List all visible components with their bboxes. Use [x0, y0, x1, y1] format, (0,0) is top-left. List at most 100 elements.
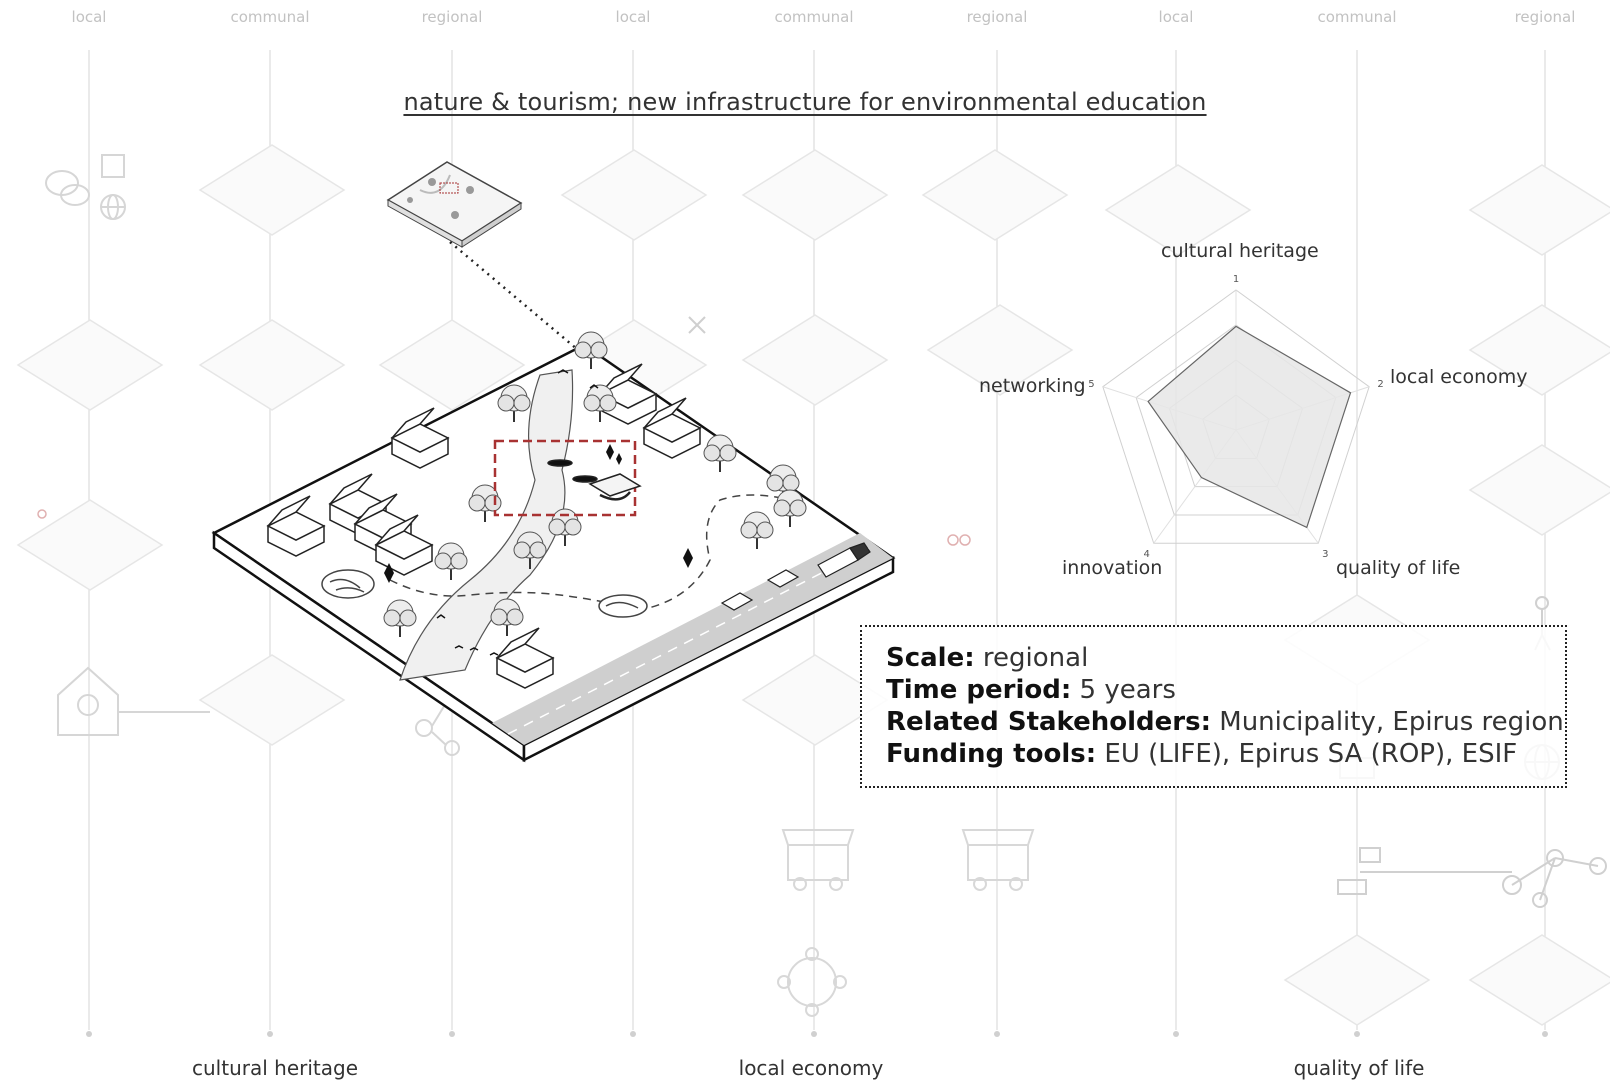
- faded-tile: [1468, 444, 1610, 536]
- lane-label: communal: [230, 8, 310, 26]
- info-scale-row: Scale: regional: [886, 643, 1088, 673]
- network-graph-icon: [1337, 847, 1607, 908]
- tree: [468, 484, 502, 522]
- info-funding-value: EU (LIFE), Epirus SA (ROP), ESIF: [1104, 739, 1518, 769]
- lane-endpoint: [86, 1031, 92, 1037]
- category-label-quality-of-life: quality of life: [1293, 1056, 1425, 1080]
- market-stall-icon: [781, 829, 1035, 891]
- radar-axis-label-local-economy: local economy: [1390, 366, 1528, 388]
- radar-axis-label-networking: networking: [979, 375, 1086, 397]
- lane-endpoint: [1542, 1031, 1548, 1037]
- faded-tile: [198, 144, 346, 236]
- faded-tile: [1468, 934, 1610, 1026]
- house: [642, 397, 702, 459]
- radar-axis-indices: 1 2 3 4 5: [1088, 274, 1383, 560]
- lane-endpoint: [449, 1031, 455, 1037]
- tree: [740, 511, 774, 549]
- tree: [434, 542, 468, 580]
- lane-label: communal: [774, 8, 854, 26]
- faded-tile: [921, 149, 1069, 241]
- lane-label: local: [615, 8, 651, 26]
- tree: [383, 599, 417, 637]
- lane-endpoint: [630, 1031, 636, 1037]
- info-time-value: 5 years: [1079, 675, 1176, 705]
- thumbnail-site-plan: [386, 161, 523, 248]
- radar-axis-index: 1: [1233, 274, 1239, 285]
- tree: [583, 384, 617, 422]
- house-mask-icon: [57, 666, 210, 736]
- info-time-label: Time period:: [886, 675, 1072, 705]
- community-circle-icon: [777, 947, 847, 1017]
- people-icon: [37, 509, 971, 546]
- house: [390, 407, 450, 469]
- info-stakeholders-value: Municipality, Epirus region: [1219, 707, 1564, 737]
- radar-ring: [1102, 289, 1370, 544]
- tree: [574, 331, 608, 369]
- info-funding-label: Funding tools:: [886, 739, 1097, 769]
- radar-axis-label-quality-of-life: quality of life: [1336, 557, 1461, 579]
- radar-axis-index: 2: [1377, 379, 1383, 390]
- radar-axis-index: 3: [1322, 549, 1328, 560]
- lane-endpoint: [267, 1031, 273, 1037]
- page-title: nature & tourism; new infrastructure for…: [403, 88, 1207, 116]
- lane-label: regional: [1514, 8, 1576, 26]
- faded-tile: [741, 149, 889, 241]
- houses: [266, 363, 702, 689]
- lane-label: local: [71, 8, 107, 26]
- faded-tile: [198, 319, 346, 411]
- faded-tile: [16, 499, 164, 591]
- faded-tile: [16, 319, 164, 411]
- faded-tile: [741, 314, 889, 406]
- tree: [490, 598, 524, 636]
- lane-label: regional: [966, 8, 1028, 26]
- radar-axis-index: 4: [1143, 549, 1149, 560]
- faded-tile: [378, 319, 526, 411]
- faded-tile: [926, 304, 1074, 396]
- pavilion: [547, 459, 642, 501]
- lane-label: local: [1158, 8, 1194, 26]
- person-markers: [384, 444, 693, 583]
- faded-tile: [1104, 164, 1252, 256]
- road: [492, 533, 893, 745]
- tree: [766, 464, 800, 502]
- faded-tile: [1468, 164, 1610, 256]
- radar-axis-index: 5: [1088, 379, 1094, 390]
- faded-tile: [560, 149, 708, 241]
- trees: [383, 331, 807, 637]
- tree: [497, 384, 531, 422]
- tree: [773, 489, 807, 527]
- lane-endpoint: [1173, 1031, 1179, 1037]
- lane-endpoint: [811, 1031, 817, 1037]
- birds: [436, 369, 599, 656]
- tree: [703, 434, 737, 472]
- info-scale-value: regional: [982, 643, 1089, 673]
- lane-label: regional: [421, 8, 483, 26]
- lane-endpoint: [1354, 1031, 1360, 1037]
- rock-formations: [321, 569, 648, 618]
- info-scale-label: Scale:: [886, 643, 975, 673]
- house: [495, 627, 555, 689]
- tree: [548, 508, 582, 546]
- chat-globe-icon: [45, 154, 126, 220]
- river: [399, 369, 574, 681]
- category-label-local-economy: local economy: [738, 1056, 884, 1080]
- faded-tile: [1283, 934, 1431, 1026]
- highlight-box: [493, 439, 637, 517]
- dotted-connector: [449, 241, 585, 356]
- radar-value-area: [1147, 325, 1352, 529]
- vehicles: [720, 542, 871, 611]
- radar-axis-label-innovation: innovation: [1062, 557, 1163, 579]
- tools-icon: [688, 316, 706, 334]
- info-funding-row: Funding tools: EU (LIFE), Epirus SA (ROP…: [886, 739, 1517, 769]
- tree: [513, 531, 547, 569]
- project-info-box: Scale: regional Time period: 5 years Rel…: [860, 625, 1567, 788]
- faded-background-tiles: [16, 144, 1610, 1026]
- radar-axis-label-cultural-heritage: cultural heritage: [1161, 240, 1319, 262]
- lane-endpoint: [994, 1031, 1000, 1037]
- lane-label: communal: [1317, 8, 1397, 26]
- house: [266, 495, 326, 557]
- info-time-row: Time period: 5 years: [886, 675, 1176, 705]
